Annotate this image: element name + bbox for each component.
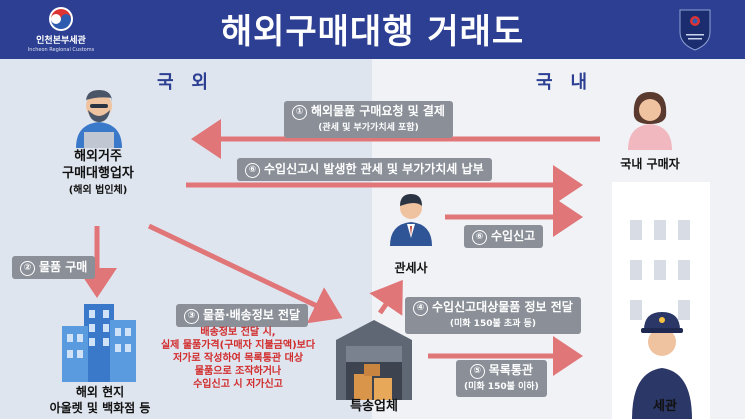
customs-officer-icon: [632, 312, 692, 419]
header-bar: [0, 0, 745, 59]
note-line: 수입신고 시 저가신고: [193, 379, 283, 390]
note-line: 실제 물품가격(구매자 지불금액)보다: [160, 340, 316, 351]
step1-text: 해외물품 구매요청 및 결제: [311, 104, 445, 118]
customs-broker-label: 관세사: [394, 261, 428, 275]
step3-label: ③ 물품·배송정보 전달: [176, 304, 309, 327]
overseas-agent-line3: (해외 법인체): [68, 185, 128, 196]
step5-number: ⑤: [469, 364, 485, 379]
domestic-label: 국내: [536, 72, 606, 93]
logo-name-en: Incheon Regional Customs: [27, 47, 95, 53]
customs-service-badge: [672, 6, 718, 52]
overseas-store-line1: 해외 현지: [75, 385, 125, 399]
step4-label: ④ 수입신고대상물품 정보 전달 (미화 150불 초과 등): [405, 297, 581, 334]
express-warehouse-icon: [336, 320, 412, 400]
overseas-agent-line1: 해외거주: [74, 149, 122, 164]
step6b-label: ⑥ 수입신고: [464, 225, 544, 248]
overseas-agent-label: 해외거주 구매대행업자 (해외 법인체): [42, 148, 154, 199]
step2-label: ② 물품 구매: [12, 256, 96, 279]
step4-number: ④: [413, 301, 428, 316]
step3-number: ③: [184, 309, 199, 324]
step6a-label: ⑥ 수입신고시 발생한 관세 및 부가가치세 납부: [237, 158, 492, 181]
abroad-label: 국외: [157, 72, 227, 93]
step1-number: ①: [292, 105, 307, 120]
step1-label: ① 해외물품 구매요청 및 결제 (관세 및 부가가치세 포함): [284, 101, 453, 138]
step6a-text: 수입신고시 발생한 관세 및 부가가치세 납부: [264, 162, 484, 176]
page-title: 해외구매대행 거래도: [220, 12, 525, 52]
step6b-text: 수입신고: [491, 229, 536, 243]
step5-text: 목록통관: [488, 363, 533, 377]
arrow-step3: [147, 223, 343, 324]
taegeuk-emblem-icon: [49, 7, 73, 31]
customs-shield-icon: [679, 9, 711, 51]
overseas-store-icon: [62, 304, 136, 382]
overseas-store-line2: 아울렛 및 백화점 등: [49, 401, 151, 415]
overseas-agent-icon: [76, 90, 122, 148]
incheon-customs-logo: 인천본부세관 Incheon Regional Customs: [22, 6, 100, 54]
step4-subtext: (미화 150불 초과 등): [449, 319, 536, 329]
step2-text: 물품 구매: [39, 260, 88, 274]
customs-broker-icon: [390, 194, 432, 246]
step1-subtext: (관세 및 부가가치세 포함): [318, 123, 419, 133]
note-line: 물품으로 조작하거나: [194, 366, 282, 377]
overseas-store-label: 해외 현지 아울렛 및 백화점 등: [20, 384, 180, 416]
step3-text: 물품·배송정보 전달: [203, 308, 301, 322]
step5-subtext: (미화 150불 이하): [464, 382, 539, 392]
step6a-number: ⑥: [245, 163, 260, 178]
arrow-step4: [369, 279, 403, 316]
step2-number: ②: [20, 261, 35, 276]
note-line: 배송정보 전달 시,: [200, 327, 276, 338]
logo-name-ko: 인천본부세관: [36, 36, 86, 46]
domestic-buyer-icon: [628, 92, 672, 150]
undervaluation-note: 배송정보 전달 시, 실제 물품가격(구매자 지불금액)보다 저가로 작성하여 …: [150, 326, 326, 391]
step6b-number: ⑥: [472, 230, 487, 245]
note-line: 저가로 작성하여 목록통관 대상: [172, 353, 304, 364]
customs-label: 세관: [653, 399, 677, 414]
overseas-agent-line2: 구매대행업자: [62, 166, 134, 181]
express-carrier-label: 특송업체: [350, 399, 398, 414]
domestic-buyer-label: 국내 구매자: [620, 157, 680, 171]
step4-text: 수입신고대상물품 정보 전달: [432, 300, 573, 314]
